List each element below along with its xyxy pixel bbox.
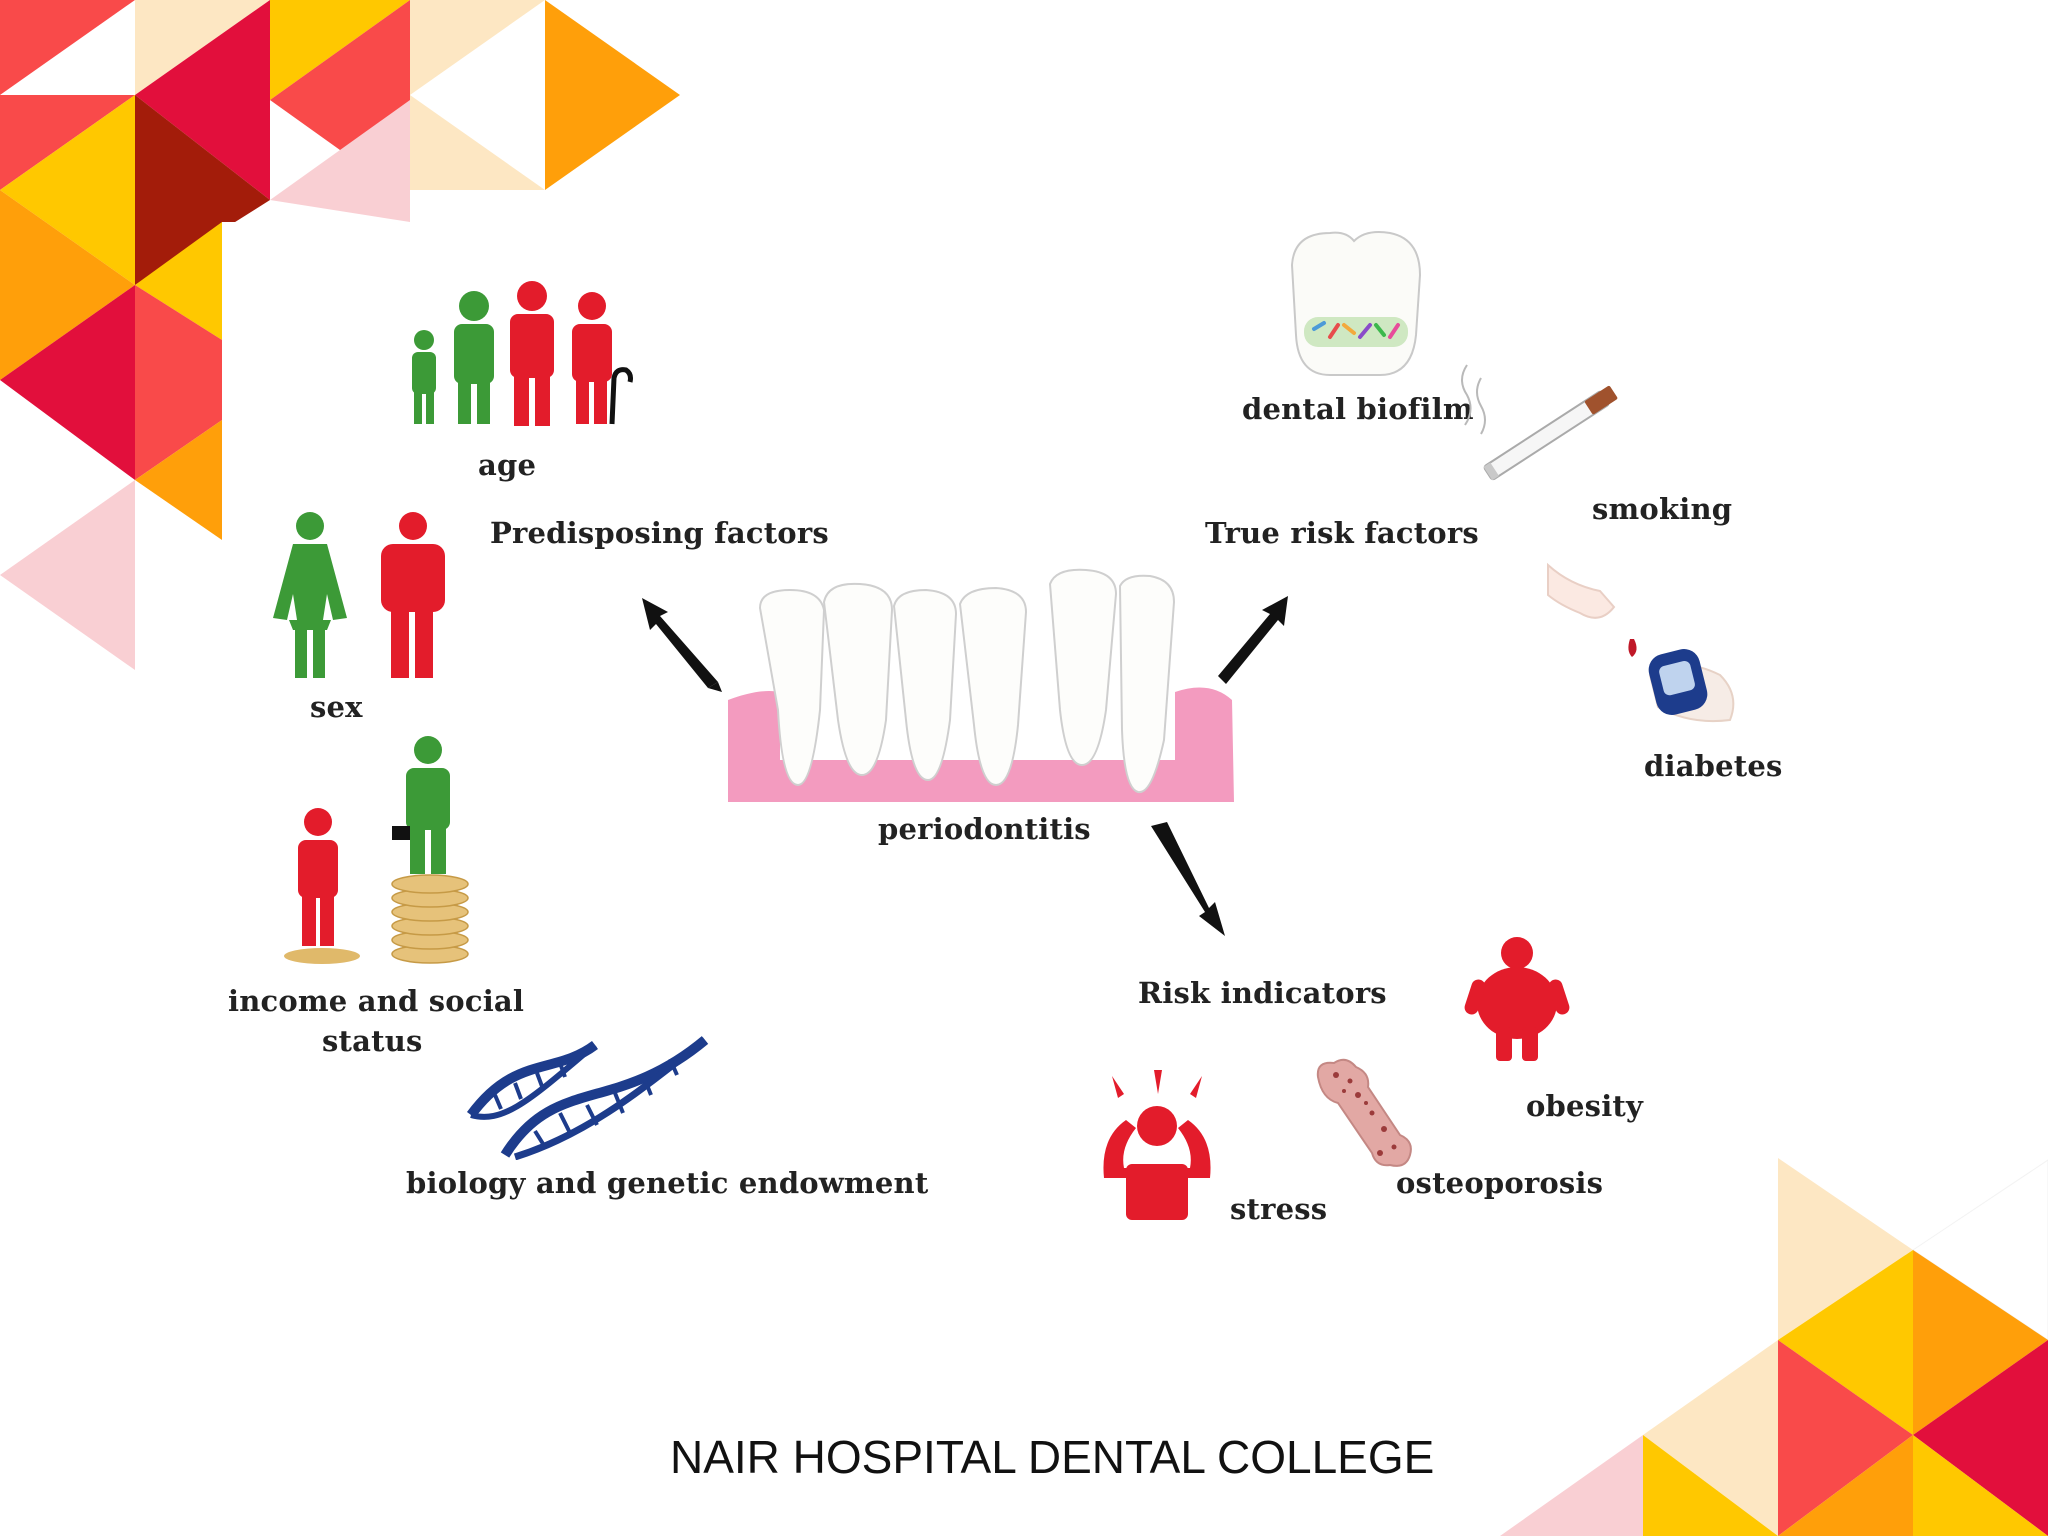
factor-label-obesity: obesity: [1526, 1089, 1644, 1123]
factor-label-stress: stress: [1230, 1192, 1328, 1226]
factor-label-diabetes: diabetes: [1644, 749, 1783, 783]
teeth-gums-icon: [728, 568, 1234, 802]
group-label-predisposing: Predisposing factors: [490, 516, 829, 550]
group-label-true-risk: True risk factors: [1205, 516, 1479, 550]
center-label-periodontitis: periodontitis: [878, 812, 1091, 846]
arrow-to-risk-indicators-icon: [1151, 822, 1225, 936]
factor-label-genetics: biology and genetic endowment: [406, 1166, 929, 1200]
obese-person-icon: [1464, 937, 1570, 1061]
glucose-meter-icon: [1547, 562, 1735, 723]
factor-label-smoking: smoking: [1592, 492, 1733, 526]
dna-icon: [466, 1036, 709, 1160]
factor-label-age: age: [478, 448, 537, 482]
stressed-person-icon: [1103, 1070, 1211, 1220]
factor-label-sex: sex: [310, 690, 363, 724]
factor-label-osteoporosis: osteoporosis: [1396, 1166, 1604, 1200]
arrow-to-predisposing-icon: [642, 598, 722, 692]
tooth-biofilm-icon: [1290, 231, 1422, 376]
footer-college-name: NAIR HOSPITAL DENTAL COLLEGE: [670, 1431, 1435, 1483]
factor-label-income-line2: status: [322, 1024, 423, 1058]
factor-label-biofilm: dental biofilm: [1242, 392, 1474, 426]
cigarette-icon: [1461, 364, 1618, 481]
group-label-risk-indicators: Risk indicators: [1138, 976, 1387, 1010]
arrow-to-true-risk-icon: [1218, 596, 1288, 684]
decorative-triangles-bottom-right: [1500, 1158, 2048, 1536]
factor-label-income-line1: income and social: [228, 984, 525, 1018]
bone-icon: [1316, 1058, 1412, 1167]
decorative-triangles-top-left: [0, 0, 680, 670]
money-stack-icon: [284, 736, 469, 964]
male-female-icon: [273, 512, 445, 678]
people-age-icon: [412, 281, 633, 426]
